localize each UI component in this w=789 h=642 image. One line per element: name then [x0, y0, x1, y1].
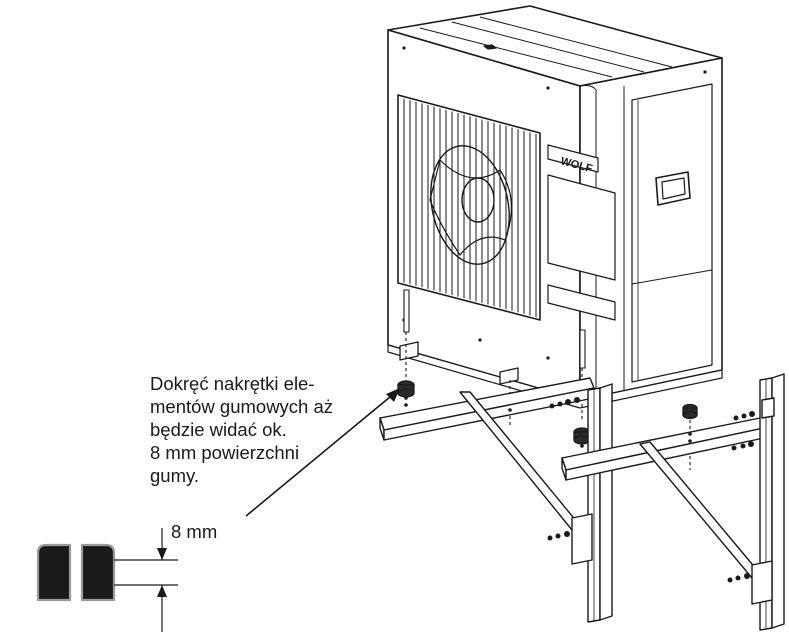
- instruction-line: gumy.: [150, 465, 200, 486]
- damper-detail: [36, 528, 178, 632]
- fixing-screws: [404, 396, 755, 583]
- rubber-dampers: [397, 380, 698, 445]
- instruction-line: Dokręć nakrętki ele-: [150, 373, 315, 394]
- instruction-text: Dokręć nakrętki ele- mentów gumowych aż …: [150, 372, 380, 487]
- dimension-label: 8 mm: [171, 521, 218, 542]
- outdoor-heat-pump-unit: WOLF: [387, 5, 723, 409]
- fan-grille: [397, 94, 541, 321]
- instruction-line: mentów gumowych aż: [150, 396, 334, 417]
- side-handle: [655, 171, 691, 206]
- callout-arrow: [245, 388, 400, 517]
- instruction-line: będzie widać ok.: [150, 419, 287, 440]
- wall-bracket-left: [379, 377, 613, 623]
- instruction-line: 8 mm powierzchni: [150, 442, 300, 463]
- wall-bracket-right: [561, 373, 785, 631]
